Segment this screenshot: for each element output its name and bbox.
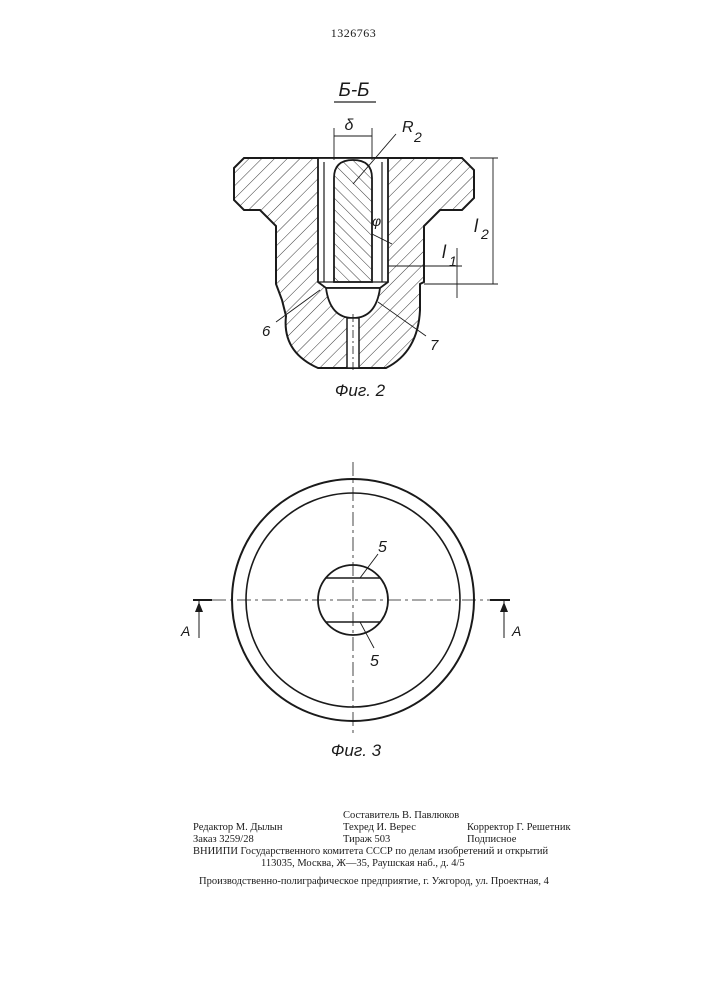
institute: ВНИИПИ Государственного комитета СССР по…	[193, 846, 548, 858]
figure-2-caption: Фиг. 2	[335, 381, 386, 400]
techred: Техред И. Верес	[343, 822, 416, 834]
compiler: Составитель В. Павлюков	[343, 810, 459, 822]
l1-sub: 1	[449, 253, 457, 269]
order: Заказ 3259/28	[193, 834, 254, 846]
circulation: Тираж 503	[343, 834, 390, 846]
subscription: Подписное	[467, 834, 516, 846]
insert-element	[334, 160, 372, 282]
part-7-label: 7	[430, 337, 439, 354]
l2-label: l	[474, 216, 479, 236]
section-a-left-label: А	[180, 623, 190, 639]
printer: Производственно-полиграфическое предприя…	[199, 876, 549, 888]
phi-label: φ	[372, 213, 381, 229]
editor: Редактор М. Дылын	[193, 822, 282, 834]
radius-sub: 2	[413, 129, 422, 145]
section-title: Б-Б	[338, 80, 369, 101]
part-6-label: 6	[262, 323, 271, 340]
delta-label: δ	[345, 117, 355, 134]
radius-label: R	[402, 119, 414, 136]
l2-sub: 2	[480, 226, 489, 242]
figure-3-caption: Фиг. 3	[331, 741, 382, 760]
figure-2-section: Б-Б δ R 2 φ l 2 l 1	[234, 80, 498, 400]
section-a-right-label: А	[511, 623, 521, 639]
l1-label: l	[442, 242, 447, 262]
corrector: Корректор Г. Решетник	[467, 822, 571, 834]
figure-3-view: 5 5 А А Фиг. 3	[180, 462, 521, 760]
part-5-bottom-label: 5	[370, 653, 379, 670]
address: 113035, Москва, Ж—35, Раушская наб., д. …	[261, 858, 465, 870]
part-5-top-label: 5	[378, 539, 387, 556]
